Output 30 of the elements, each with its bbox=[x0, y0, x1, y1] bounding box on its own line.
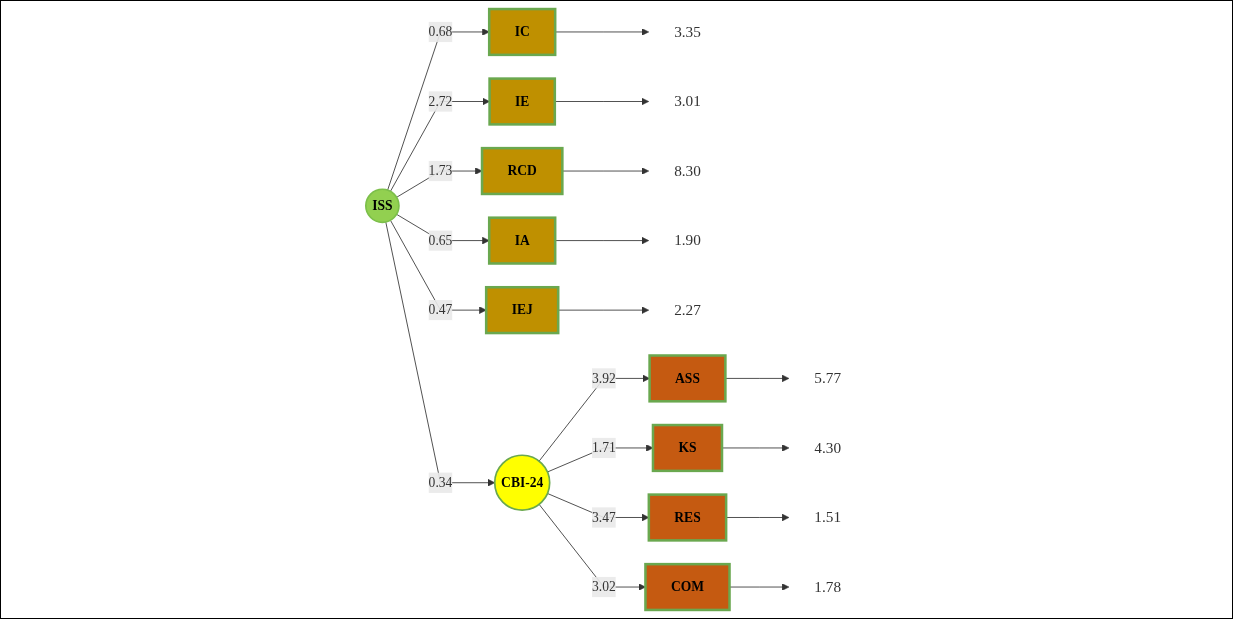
node-text: 5.77 bbox=[814, 369, 842, 387]
edge-label: 1.73 bbox=[428, 163, 453, 178]
node-box: RES bbox=[647, 493, 728, 542]
edge-label: 3.92 bbox=[592, 370, 617, 386]
edge-label: 0.47 bbox=[428, 302, 453, 317]
node-box: IC bbox=[488, 7, 557, 57]
node-text: 2.27 bbox=[674, 301, 702, 319]
node-box: RCD bbox=[481, 146, 564, 196]
node-text: 3.35 bbox=[674, 23, 702, 41]
node-box: ASS bbox=[648, 354, 727, 403]
node-box: KS bbox=[652, 423, 724, 473]
node-box: COM bbox=[644, 562, 732, 612]
node-circle: CBI-24 bbox=[494, 454, 551, 512]
edge-label: 0.34 bbox=[428, 475, 453, 490]
node-text: 8.30 bbox=[674, 162, 702, 180]
node-text: 4.30 bbox=[814, 439, 842, 457]
edge-label: 0.65 bbox=[428, 232, 453, 248]
node-text: 1.90 bbox=[674, 231, 702, 249]
node-text: 3.01 bbox=[674, 92, 702, 110]
node-text: 1.51 bbox=[814, 508, 842, 526]
edge-label: 2.72 bbox=[428, 93, 453, 109]
node-circle: ISS bbox=[365, 188, 401, 224]
edge-label: 3.47 bbox=[592, 509, 617, 525]
node-text: 1.78 bbox=[814, 578, 842, 596]
edge-label: 3.02 bbox=[592, 579, 617, 594]
edge-label: 1.71 bbox=[592, 440, 617, 455]
edge-label: 0.68 bbox=[428, 24, 453, 39]
node-box: IE bbox=[488, 77, 557, 126]
node-box: IA bbox=[488, 216, 557, 265]
node-box: IEJ bbox=[485, 285, 560, 335]
